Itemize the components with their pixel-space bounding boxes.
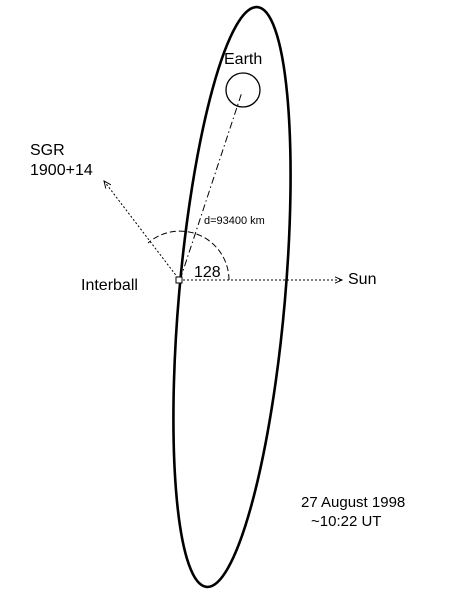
angle-label: 128 <box>194 264 221 281</box>
earth-circle <box>225 72 261 108</box>
source-name-label: SGR <box>30 142 65 159</box>
sun-label: Sun <box>348 271 376 288</box>
spacecraft-label: Interball <box>81 277 138 294</box>
sgr-direction-arrow <box>104 181 179 279</box>
distance-label: d=93400 km <box>204 215 265 227</box>
interball-spacecraft-icon <box>175 276 183 284</box>
time-label: ~10:22 UT <box>311 513 381 530</box>
source-designation-label: 1900+14 <box>30 162 93 179</box>
angle-arc <box>147 230 230 281</box>
earth-direction-line <box>179 91 243 281</box>
date-label: 27 August 1998 <box>301 494 405 511</box>
earth-label: Earth <box>224 51 262 68</box>
orbit-ellipse <box>172 5 292 589</box>
